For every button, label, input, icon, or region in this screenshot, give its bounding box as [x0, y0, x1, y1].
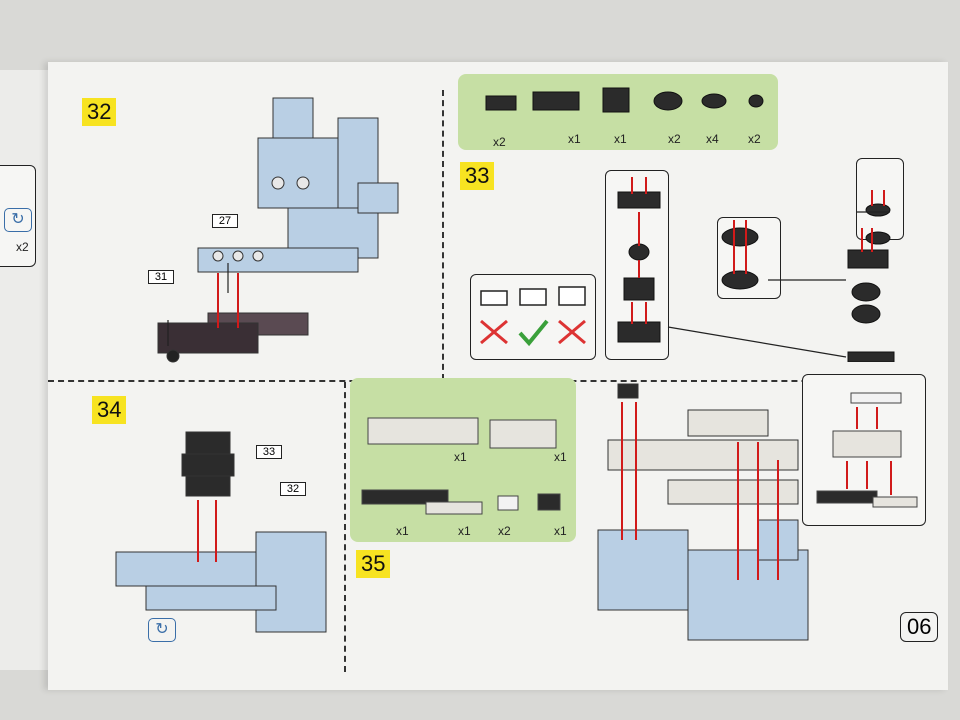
cross-icon [558, 319, 586, 345]
callout-27: 27 [212, 214, 238, 228]
part-qty: x2 [493, 135, 506, 149]
sub-assembly-top [856, 158, 904, 240]
prev-page-callout [0, 165, 36, 267]
step-35-assembly [597, 383, 809, 641]
step-33-assembly [617, 177, 895, 362]
sub-assembly-plates [802, 374, 926, 526]
step-34-assembly [115, 431, 327, 633]
step-number-35: 35 [356, 550, 391, 578]
part-qty: x1 [396, 524, 409, 538]
step-number-33: 33 [460, 162, 495, 190]
orientation-marks [480, 286, 586, 347]
vertical-divider-top [442, 90, 444, 380]
part-qty: x1 [458, 524, 471, 538]
step-32-assembly [157, 97, 399, 363]
callout-33: 33 [256, 445, 282, 459]
page-number: 06 [900, 612, 939, 642]
step-number-32: 32 [82, 98, 117, 126]
part-qty: x1 [554, 450, 567, 464]
part-qty: x4 [706, 132, 719, 146]
step-33-parts-icons [485, 87, 764, 113]
part-qty: x1 [554, 524, 567, 538]
rotate-icon: ↻ [148, 618, 176, 642]
check-icon [518, 319, 549, 347]
part-qty: x2 [668, 132, 681, 146]
rotate-icon: ↻ [4, 208, 32, 232]
sub-assembly-plates-drawing [816, 392, 918, 508]
callout-32: 32 [280, 482, 306, 496]
part-qty: x1 [614, 132, 627, 146]
prev-page-qty: x2 [16, 240, 29, 254]
step-35-parts-panel [350, 378, 576, 542]
step-35-parts-icons [361, 417, 561, 515]
cross-icon [480, 319, 508, 345]
part-qty: x1 [454, 450, 467, 464]
part-qty: x1 [568, 132, 581, 146]
step-number-34: 34 [92, 396, 127, 424]
orientation-hint-box [470, 274, 596, 360]
vertical-divider-bottom [344, 382, 346, 672]
callout-31: 31 [148, 270, 174, 284]
part-qty: x2 [748, 132, 761, 146]
instruction-page: 32 27 31 [48, 62, 948, 690]
part-qty: x2 [498, 524, 511, 538]
